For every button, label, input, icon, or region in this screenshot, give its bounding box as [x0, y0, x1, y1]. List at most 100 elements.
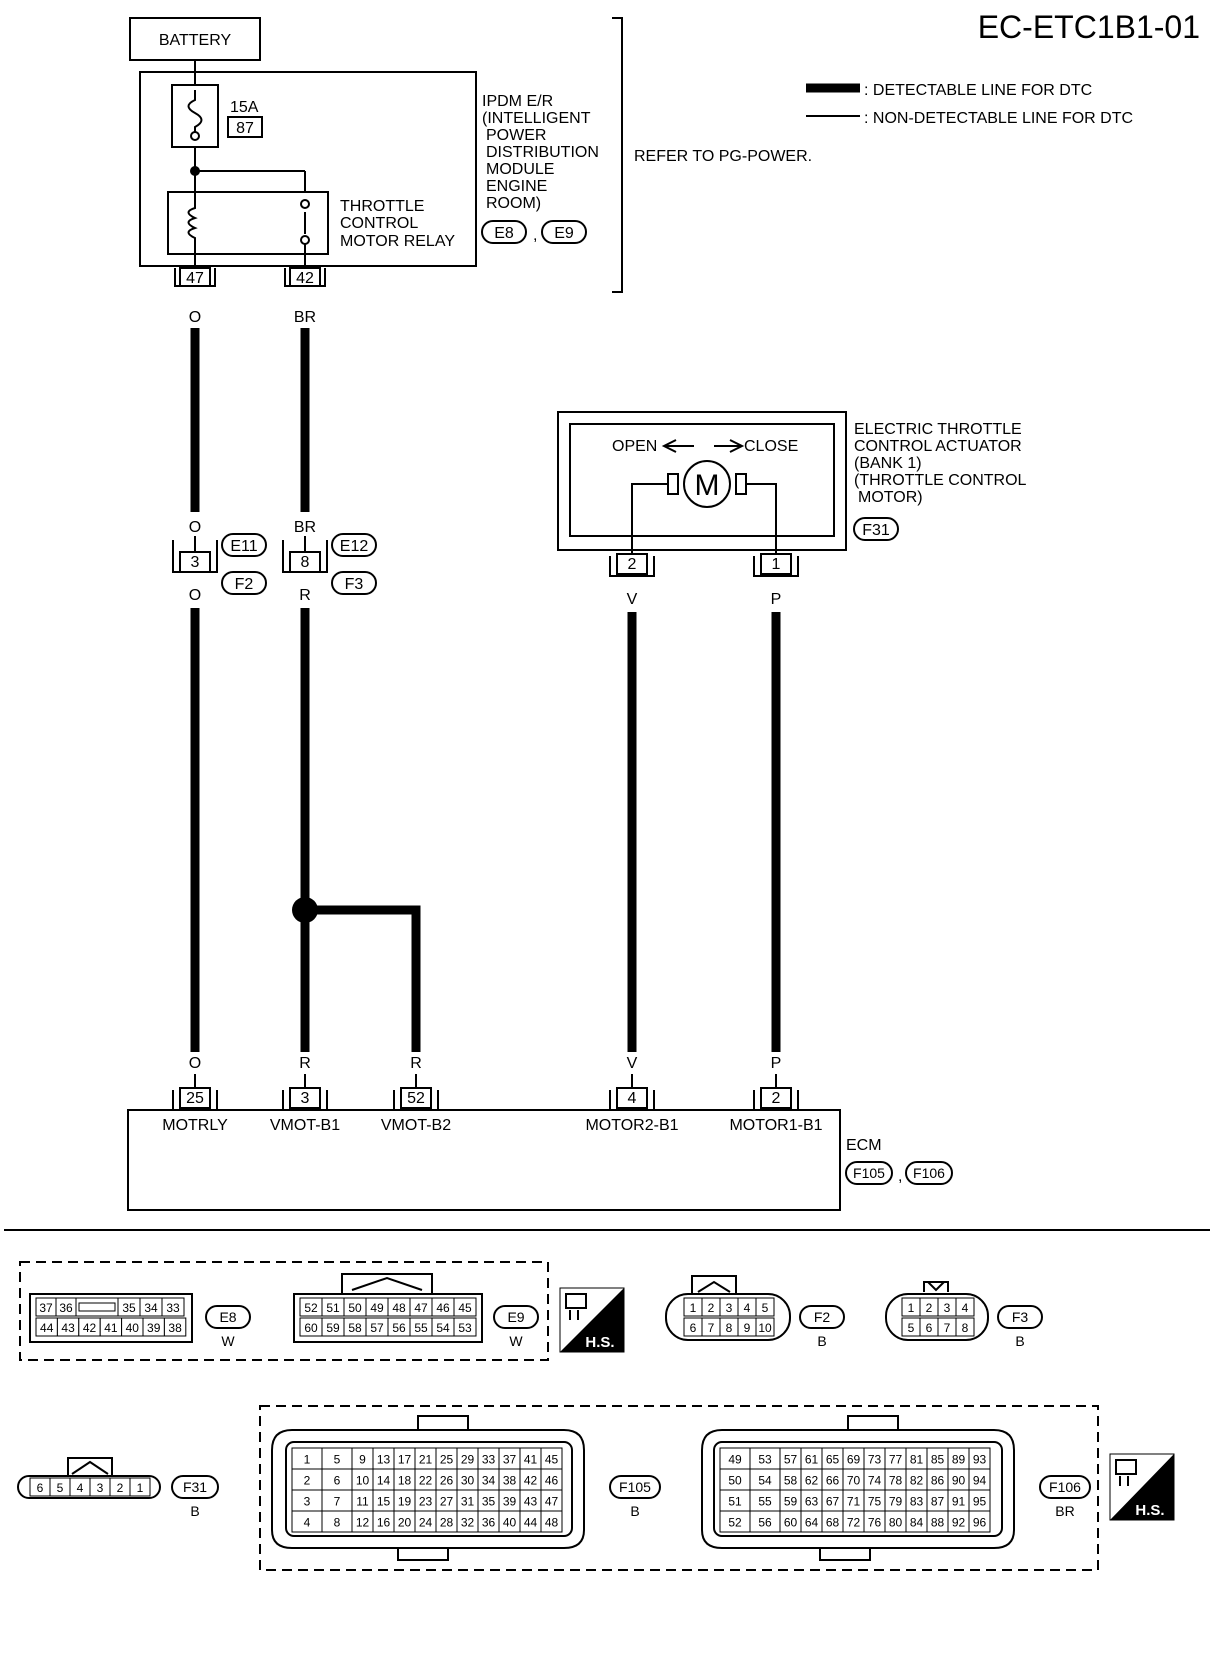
f2-pin-10-cell — [755, 1317, 775, 1337]
e9-pin-52: 52 — [304, 1301, 318, 1315]
f2-pin-6: 6 — [690, 1321, 697, 1335]
f105-pin-3: 3 — [304, 1495, 311, 1509]
f106-pin-61: 61 — [805, 1453, 819, 1467]
wire-color-v-2: V — [627, 1055, 638, 1072]
f31-pin-1: 1 — [137, 1481, 144, 1495]
battery-box — [129, 17, 261, 61]
ecm-box — [127, 1109, 841, 1211]
f2-pin-7: 7 — [708, 1321, 715, 1335]
f105-pin-20: 20 — [398, 1516, 412, 1530]
relay-label-1: THROTTLE — [340, 198, 424, 215]
ipdm-pin-47: 47 — [174, 267, 216, 287]
wire-color-r-3: R — [410, 1055, 422, 1072]
f105-pin-40: 40 — [503, 1516, 517, 1530]
f106-pin-60: 60 — [784, 1516, 798, 1530]
f106-pin-49: 49 — [728, 1453, 742, 1467]
ecm-conn-2: F106 — [913, 1165, 945, 1181]
jc-pin-3: 3 — [191, 554, 200, 571]
e9-pin-58: 58 — [348, 1321, 362, 1335]
f3-pin-8: 8 — [962, 1321, 969, 1335]
f105-pin-48: 48 — [545, 1516, 559, 1530]
wire-r-branch — [305, 905, 421, 1052]
tag-e11-text: E11 — [230, 538, 257, 555]
f106-pin-96: 96 — [973, 1516, 987, 1530]
wire-color-v-1: V — [627, 591, 638, 608]
actuator-label-5: MOTOR) — [858, 489, 923, 506]
f31-pin-4: 4 — [77, 1481, 84, 1495]
joint-connector-3: 3 — [172, 540, 218, 573]
f106-pin-89: 89 — [952, 1453, 966, 1467]
f2-id: F2 — [814, 1309, 831, 1325]
f106-pin-58: 58 — [784, 1474, 798, 1488]
f106-pin-53: 53 — [758, 1453, 772, 1467]
f105-pin-42: 42 — [524, 1474, 538, 1488]
f105-pin-7: 7 — [334, 1495, 341, 1509]
f106-pin-81: 81 — [910, 1453, 924, 1467]
f106-pin-69: 69 — [847, 1453, 861, 1467]
e9-pin-45-cell — [453, 1297, 477, 1317]
actuator-open: OPEN — [612, 438, 657, 455]
f105-pin-28: 28 — [440, 1516, 454, 1530]
f105-pin-2: 2 — [304, 1474, 311, 1488]
f2-pin-1: 1 — [690, 1301, 697, 1315]
f105-pin-32: 32 — [461, 1516, 475, 1530]
f106-pin-92: 92 — [952, 1516, 966, 1530]
legend-detectable: : DETECTABLE LINE FOR DTC — [864, 82, 1092, 99]
e8-pin-43: 43 — [61, 1321, 75, 1335]
f105-id: F105 — [619, 1479, 651, 1495]
relay-label-3: MOTOR RELAY — [340, 233, 455, 250]
f105-pin-37: 37 — [503, 1453, 517, 1467]
f106-pin-57: 57 — [784, 1453, 798, 1467]
ecm-conn-1: F105 — [853, 1165, 885, 1181]
ecm-conn-tag-2 — [905, 1161, 953, 1185]
e8-pin-38: 38 — [168, 1321, 182, 1335]
f105-pin-21: 21 — [419, 1453, 433, 1467]
e8-pin-33-cell — [161, 1297, 185, 1317]
f105-pin-35: 35 — [482, 1495, 496, 1509]
f2-color: B — [817, 1333, 826, 1349]
f2-pin-5-cell — [755, 1297, 775, 1317]
e9-pin-46: 46 — [436, 1301, 450, 1315]
f105-pin-14: 14 — [377, 1474, 391, 1488]
actuator-conn-tag — [853, 517, 899, 541]
actuator-pin-2: 2 — [609, 553, 655, 577]
f106-pin-64: 64 — [805, 1516, 819, 1530]
f106-pin-70: 70 — [847, 1474, 861, 1488]
f106-pin-87: 87 — [931, 1495, 945, 1509]
f105-pin-36: 36 — [482, 1516, 496, 1530]
wire-color-o-2: O — [189, 519, 201, 536]
f106-pin-76: 76 — [868, 1516, 882, 1530]
f105-pin-1: 1 — [304, 1453, 311, 1467]
f106-pin-72: 72 — [847, 1516, 861, 1530]
f106-pin-68: 68 — [826, 1516, 840, 1530]
battery-label: BATTERY — [159, 32, 232, 49]
actuator-label-1: ELECTRIC THROTTLE — [854, 421, 1022, 438]
e8-id: E8 — [219, 1309, 236, 1325]
f105-color: B — [630, 1503, 639, 1519]
ecm-pin-52-label: 52 — [407, 1090, 425, 1107]
pin-47: 47 — [186, 270, 204, 287]
f105-pin-45: 45 — [545, 1453, 559, 1467]
f106-color: BR — [1055, 1503, 1074, 1519]
motor-symbol: M — [695, 469, 720, 502]
f106-pin-56: 56 — [758, 1516, 772, 1530]
f106-pin-59: 59 — [784, 1495, 798, 1509]
f105-pin-12: 12 — [356, 1516, 370, 1530]
tag-e11 — [221, 533, 267, 557]
wire-color-o-3: O — [189, 587, 201, 604]
f106-pin-86: 86 — [931, 1474, 945, 1488]
f2-pin-10: 10 — [758, 1321, 772, 1335]
f105-pin-25: 25 — [440, 1453, 454, 1467]
wire-color-o-4: O — [189, 1055, 201, 1072]
tag-e12 — [331, 533, 377, 557]
f105-pin-27: 27 — [440, 1495, 454, 1509]
f105-pin-44: 44 — [524, 1516, 538, 1530]
f105-pin-33: 33 — [482, 1453, 496, 1467]
pin-42: 42 — [296, 270, 314, 287]
f106-pin-52: 52 — [728, 1516, 742, 1530]
e9-pin-49: 49 — [370, 1301, 384, 1315]
f105-tag — [609, 1475, 661, 1499]
